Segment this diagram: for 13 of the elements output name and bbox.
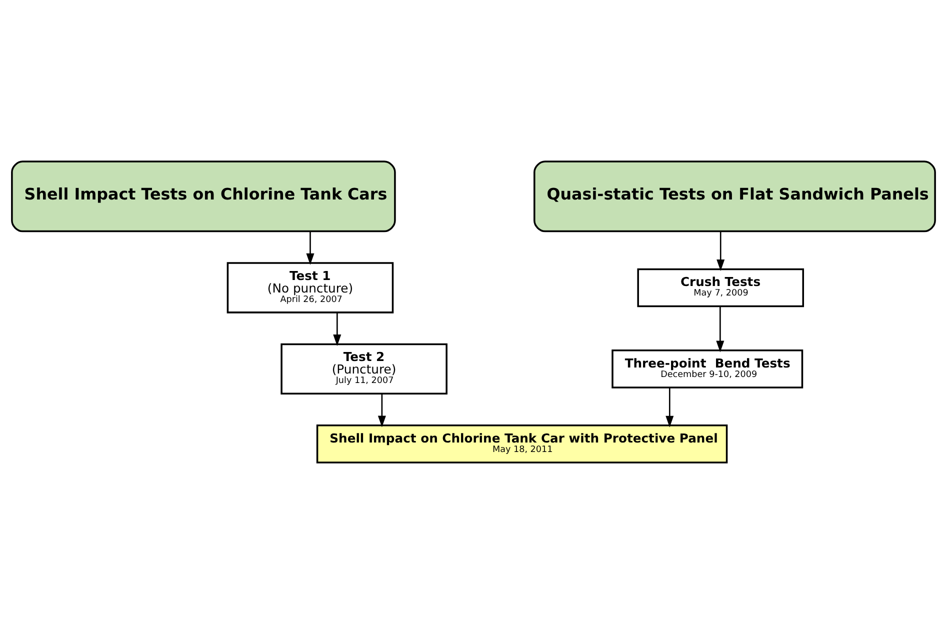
arrow [666, 386, 674, 427]
node-box: Quasi-static Tests on Flat Sandwich Panels [534, 160, 936, 232]
arrow [306, 230, 314, 264]
node-box: Test 1 (No puncture) April 26, 2007 [226, 262, 394, 313]
arrow [716, 306, 724, 352]
node-box: Test 2 (Puncture) July 11, 2007 [280, 342, 448, 394]
node-box: Crush Tests May 7, 2009 [637, 268, 804, 307]
arrow [333, 312, 342, 346]
node-box: Shell Impact on Chlorine Tank Car with Protective Panel May 18, 2011 [316, 424, 728, 463]
node-box: Three-point Bend Tests December 9-10, 2009 [612, 349, 804, 388]
arrow [716, 230, 725, 270]
arrow [378, 393, 386, 427]
node-box: Shell Impact Tests on Chlorine Tank Cars [11, 160, 396, 232]
